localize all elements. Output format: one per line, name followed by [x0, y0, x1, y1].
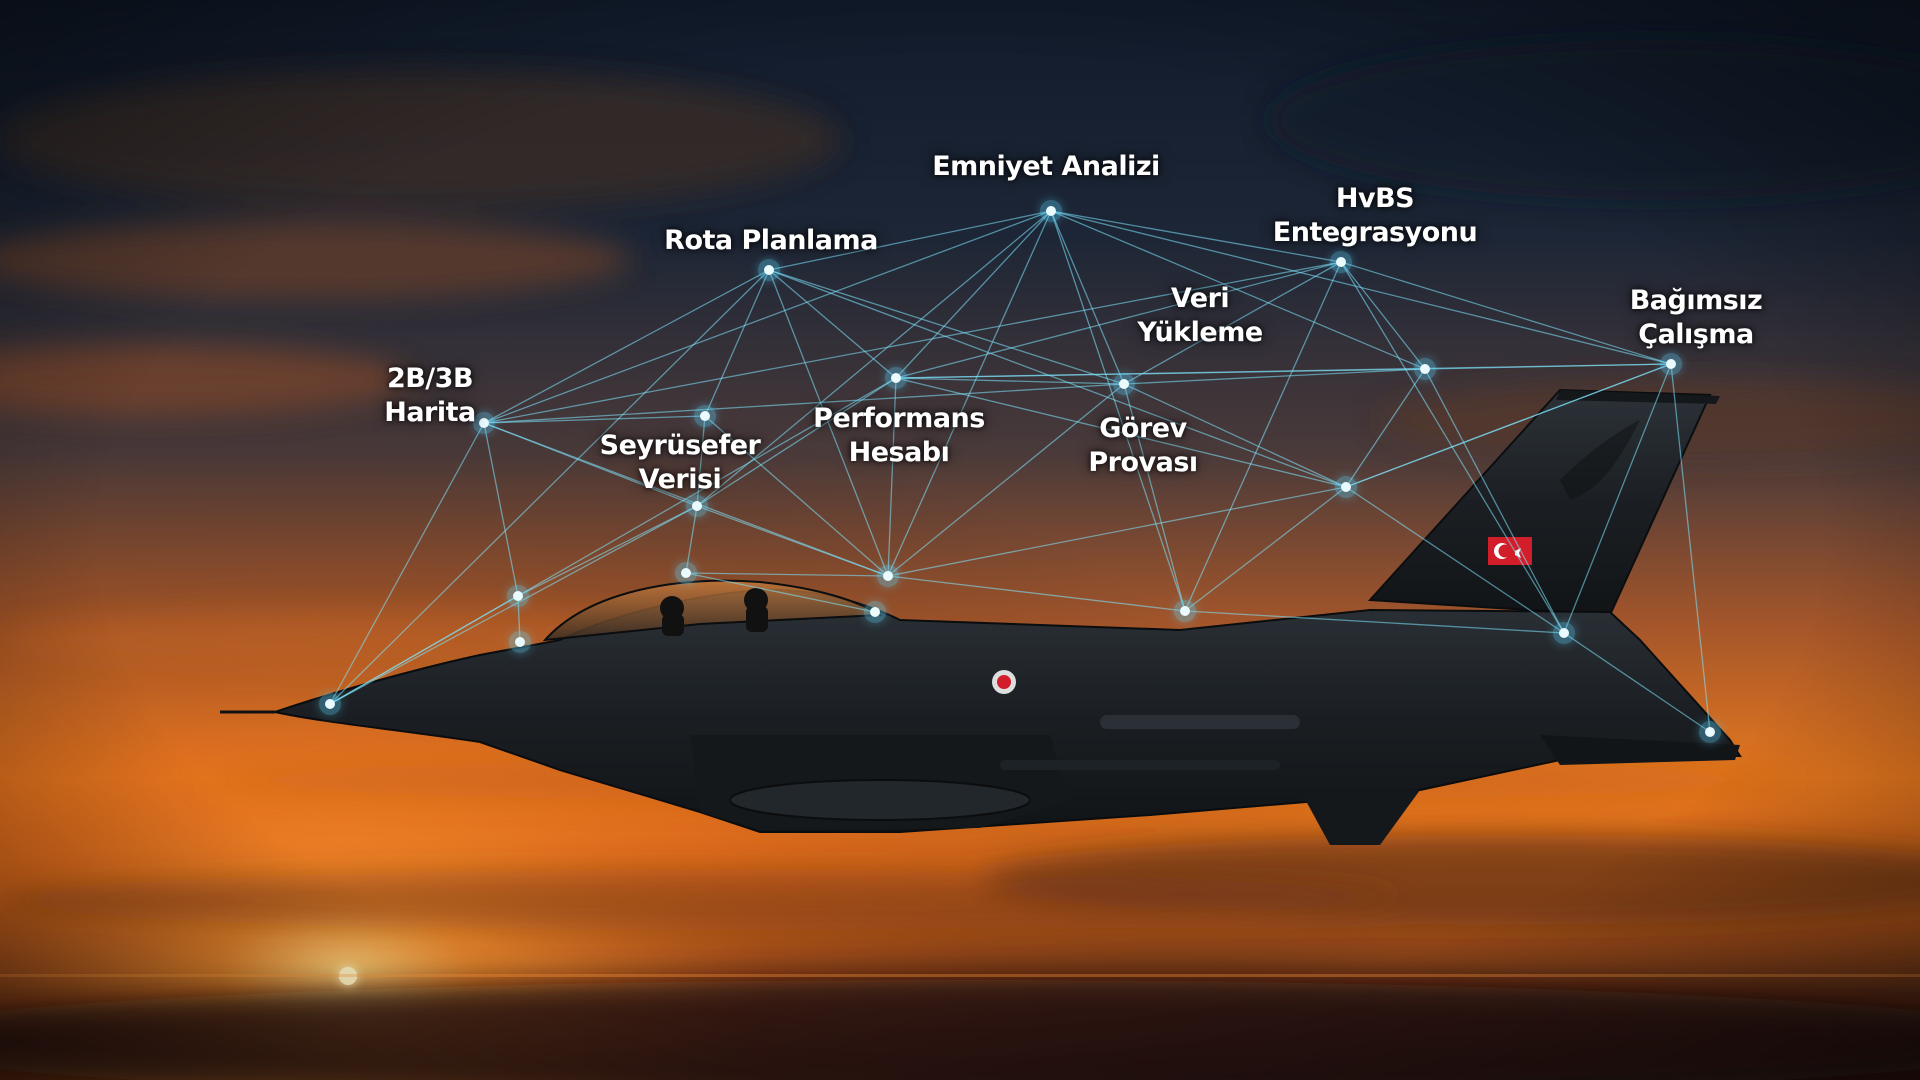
- label-bagimsiz-calisma: Bağımsız Çalışma: [1630, 284, 1763, 352]
- label-rota-planlama: Rota Planlama: [664, 224, 878, 258]
- label-harita-line2: Harita: [384, 397, 476, 428]
- label-performans-line1: Performans: [813, 403, 985, 434]
- label-bagimsiz-line2: Çalışma: [1638, 319, 1754, 350]
- label-2b3b-harita: 2B/3B Harita: [384, 362, 476, 430]
- label-seyrusefer-line2: Verisi: [638, 464, 722, 495]
- label-rota-line1: Rota Planlama: [664, 225, 878, 256]
- label-performans-line2: Hesabı: [848, 437, 950, 468]
- label-emniyet-analizi: Emniyet Analizi: [932, 150, 1160, 184]
- label-harita-line1: 2B/3B: [386, 363, 474, 394]
- label-gorev-line1: Görev: [1099, 413, 1187, 444]
- label-seyrusefer-verisi: Seyrüsefer Verisi: [600, 429, 761, 497]
- label-gorev-provasi: Görev Provası: [1088, 412, 1198, 480]
- label-hvbs-entegrasyonu: HvBS Entegrasyonu: [1272, 182, 1478, 250]
- label-hvbs-line1: HvBS: [1335, 183, 1415, 214]
- label-hvbs-line2: Entegrasyonu: [1272, 217, 1478, 248]
- label-gorev-line2: Provası: [1088, 447, 1198, 478]
- label-bagimsiz-line1: Bağımsız: [1629, 285, 1763, 316]
- label-veri-yukleme: Veri Yükleme: [1137, 282, 1263, 350]
- label-performans-hesabi: Performans Hesabı: [813, 402, 985, 470]
- label-emniyet-line1: Emniyet Analizi: [932, 151, 1160, 182]
- label-veri-line2: Yükleme: [1137, 317, 1263, 348]
- label-seyrusefer-line1: Seyrüsefer: [599, 430, 761, 461]
- label-veri-line1: Veri: [1170, 283, 1230, 314]
